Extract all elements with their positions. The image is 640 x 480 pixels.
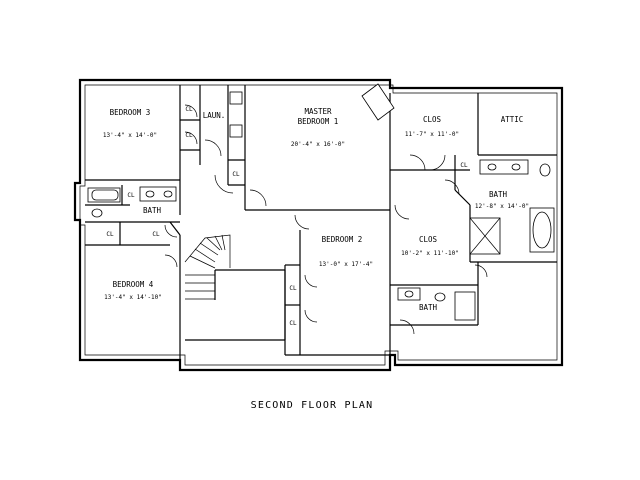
bedroom4-dim: 13'-4" x 14'-10" xyxy=(104,294,162,301)
small-bath-label: BATH xyxy=(419,303,438,312)
master-dim: 20'-4" x 16'-0" xyxy=(291,141,345,148)
fixtures xyxy=(87,83,555,321)
closet-label: CL xyxy=(106,231,114,238)
bedroom4-label: BEDROOM 4 xyxy=(113,280,154,289)
laundry-label: LAUN. xyxy=(203,111,226,120)
bedroom3-label: BEDROOM 3 xyxy=(110,108,151,117)
master-label-1: MASTER xyxy=(304,107,332,116)
closet-master-label: CLOS xyxy=(423,115,442,124)
closet-label: CL xyxy=(152,231,160,238)
bedroom3-dim: 13'-4" x 14'-0" xyxy=(103,132,157,139)
room-labels: BEDROOM 3 13'-4" x 14'-0" LAUN. MASTER B… xyxy=(103,106,529,327)
master-bath-dim: 12'-8" x 14'-0" xyxy=(475,203,529,210)
closet-label: CL xyxy=(289,285,297,292)
master-label-2: BEDROOM 1 xyxy=(298,117,339,126)
closet-label: CL xyxy=(185,106,193,113)
interior-walls xyxy=(85,85,557,365)
closet-master-dim: 11'-7" x 11'-0" xyxy=(405,131,459,138)
closet-label: CL xyxy=(460,162,468,169)
attic-label: ATTIC xyxy=(501,115,524,124)
hall-bath-label: BATH xyxy=(143,206,162,215)
closet2-dim: 10'-2" x 11'-10" xyxy=(401,250,459,257)
closet2-label: CLOS xyxy=(419,235,438,244)
bedroom2-dim: 13'-0" x 17'-4" xyxy=(319,261,373,268)
staircase xyxy=(184,234,231,300)
outer-walls xyxy=(73,78,564,372)
closet-label: CL xyxy=(232,171,240,178)
closet-label: CL xyxy=(127,192,135,199)
doors xyxy=(164,104,488,335)
plan-title: SECOND FLOOR PLAN xyxy=(251,400,374,411)
closet-label: CL xyxy=(185,132,193,139)
master-bath-label: BATH xyxy=(489,190,508,199)
closet-label: CL xyxy=(289,320,297,327)
bedroom2-label: BEDROOM 2 xyxy=(322,235,363,244)
